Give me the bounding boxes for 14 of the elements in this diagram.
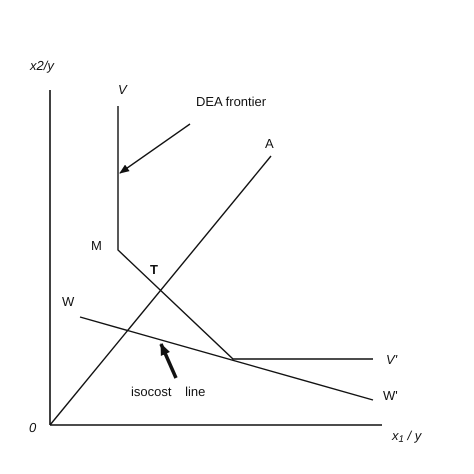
annotation-text: isocost line [131,384,206,399]
axis-point-label: A [265,135,274,153]
axis-point-label: 0 [29,419,36,437]
leader-arrow [159,343,178,379]
axis-point-label: T [150,261,158,279]
axis-point-label: W' [383,387,398,405]
axis-point-label: M [91,237,102,255]
axis-point-label: W [62,293,74,311]
axis-point-label: x$_{1}$ / y [392,427,422,446]
leader-arrow [119,123,190,174]
annotation-text: DEA frontier [196,94,266,109]
axis-point-label: V' [386,351,398,369]
axis-point-label: x2/y [30,57,54,75]
axis-point-label: V [118,81,127,99]
